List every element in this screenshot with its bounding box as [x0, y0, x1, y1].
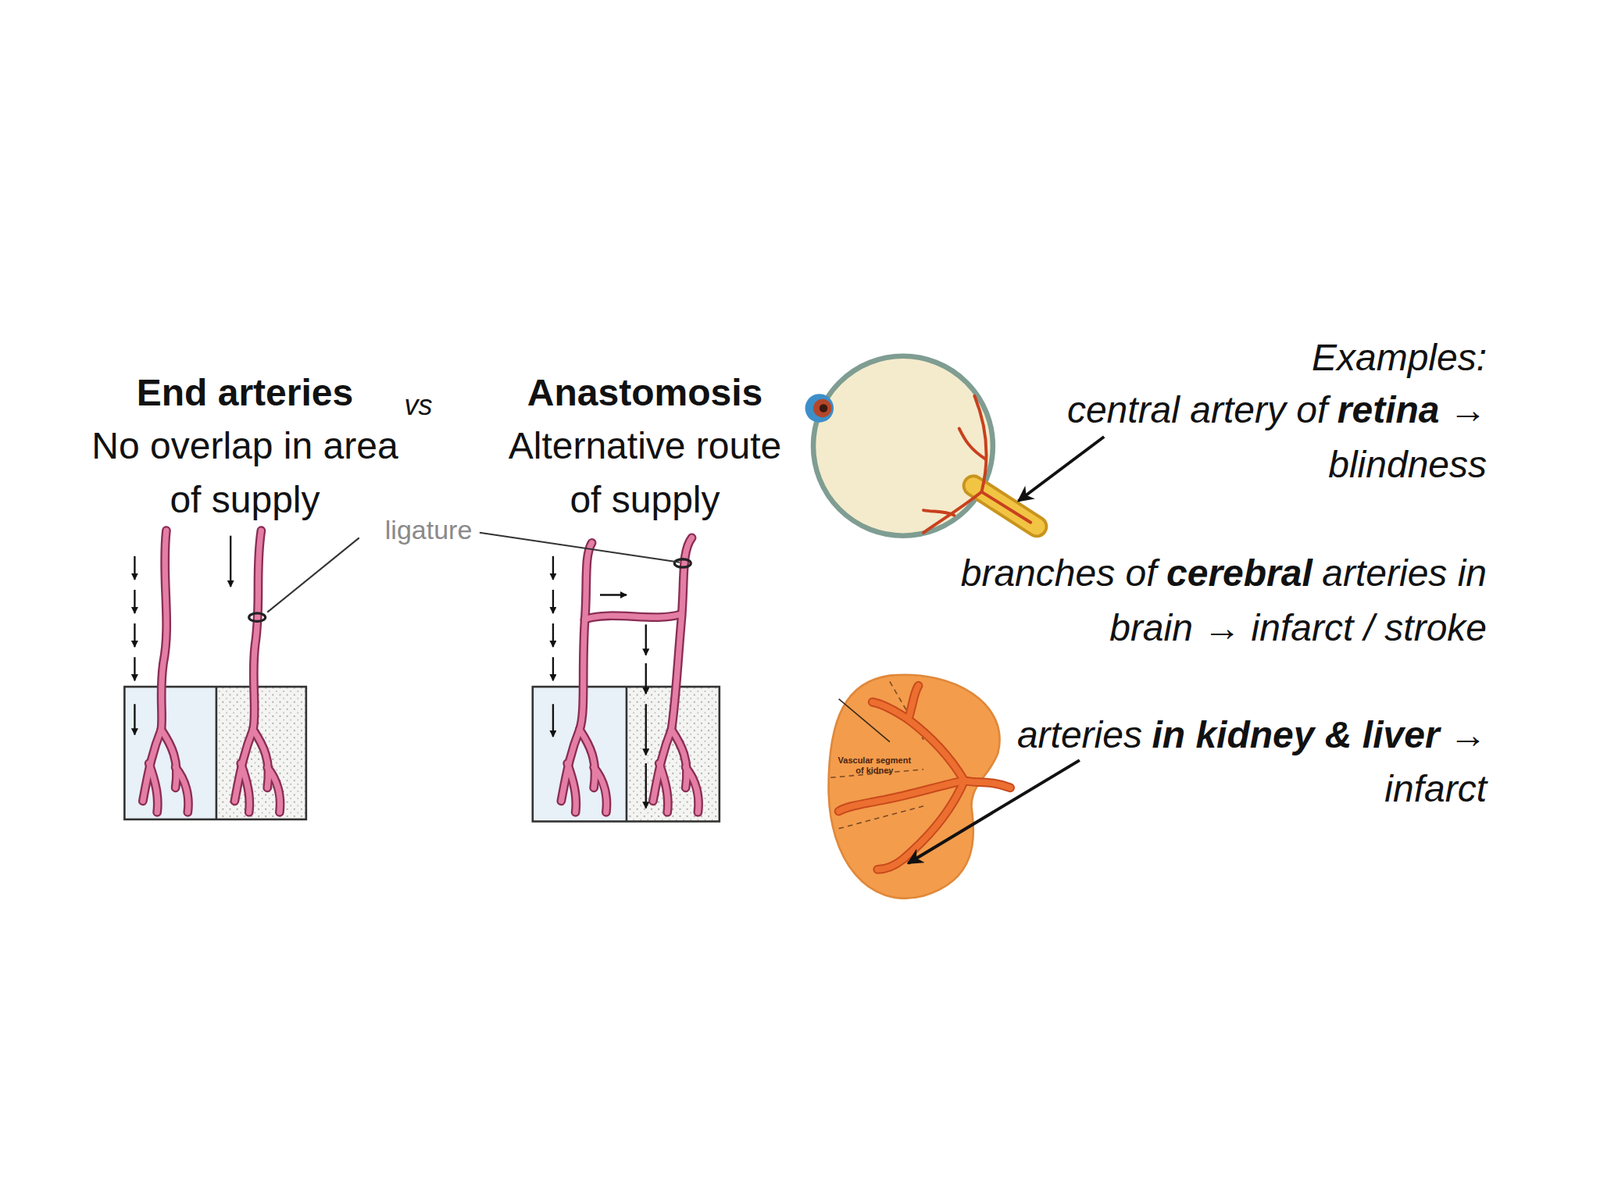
label-text: arteries: [1017, 714, 1143, 756]
flow-arrow: [645, 624, 647, 655]
part-label: ligature: [350, 514, 508, 546]
versus-label: vs: [387, 388, 450, 423]
example-text: infarct: [1384, 761, 1487, 816]
definition-text: No overlap in area of supply: [80, 418, 409, 527]
label-text: ligature: [385, 514, 473, 545]
example-text: branches ofcerebralarteries in: [960, 546, 1487, 600]
label-text: →: [1449, 714, 1487, 756]
artery-branch: [907, 685, 918, 720]
flow-arrows: [134, 535, 231, 736]
flow-arrow: [133, 589, 136, 614]
ligature-knot: [249, 613, 266, 622]
eyeball: [813, 356, 993, 536]
renal-arteries: [839, 685, 1011, 870]
leader-line: [479, 532, 680, 563]
label-text: Anastomosis: [527, 371, 763, 414]
flow-arrow: [552, 589, 554, 614]
label-text: arteries in: [1321, 552, 1487, 594]
flow-arrow: [133, 623, 136, 647]
example-text: blindness: [1328, 437, 1487, 492]
flow-arrow: [552, 623, 554, 647]
example-text: central artery ofretina→: [1067, 382, 1487, 437]
part-label: Vascular segment of kidney: [835, 755, 914, 776]
flow-arrow: [645, 763, 647, 808]
example-text: brain → infarct / stroke: [1109, 600, 1487, 655]
flow-arrow: [229, 535, 232, 587]
area-divider: [215, 686, 218, 820]
ligature-knot: [674, 559, 691, 568]
pointer-arrow: [1018, 436, 1105, 501]
label-text: blindness: [1328, 443, 1487, 486]
flow-arrow: [645, 663, 647, 694]
label-text: Examples:: [1311, 336, 1487, 379]
flow-arrow: [133, 556, 136, 580]
pupil: [819, 403, 828, 412]
label-text: central artery of: [1067, 389, 1328, 431]
vessel-outline: [142, 530, 699, 812]
flow-arrow: [645, 703, 647, 755]
label-text: brain → infarct / stroke: [1109, 607, 1487, 649]
iris: [813, 399, 833, 418]
example-text: arteriesin kidney & liver→: [1017, 707, 1487, 762]
label-text: Vascular segment of kidney: [838, 755, 912, 775]
label-text: vs: [404, 389, 433, 422]
label-text: branches of: [960, 552, 1158, 594]
artery-branch: [959, 428, 986, 460]
label-text: cerebral: [1166, 552, 1313, 594]
label-text: Alternative route of supply: [508, 425, 783, 521]
label-text: End arteries: [136, 371, 354, 414]
leader-line: [839, 699, 890, 743]
flow-arrow: [133, 703, 136, 735]
column-heading: End arteries: [72, 365, 417, 420]
label-text: →: [1449, 389, 1487, 431]
definition-text: Alternative route of supply: [496, 418, 793, 527]
pointer-arrow: [907, 760, 1079, 864]
flow-arrow: [133, 657, 136, 681]
renal-artery: [964, 780, 1011, 788]
column-heading: Anastomosis: [472, 365, 817, 420]
label-text: retina: [1337, 389, 1440, 431]
flow-arrows: [553, 556, 647, 809]
kidney: [828, 675, 1000, 899]
retinal-artery: [923, 396, 1031, 533]
artery-branch: [923, 510, 954, 516]
examples-heading: Examples:: [1311, 330, 1487, 385]
flow-arrow: [552, 556, 554, 580]
label-text: infarct: [1384, 767, 1487, 810]
vessel-fill: [142, 530, 699, 812]
cornea-iris: [805, 393, 835, 423]
artery-branch: [923, 492, 982, 533]
flow-arrow: [600, 593, 627, 596]
leader-line: [267, 537, 360, 612]
artery-branch: [974, 396, 986, 493]
label-text: in kidney & liver: [1151, 714, 1440, 756]
label-text: No overlap in area of supply: [91, 425, 398, 521]
flow-arrow: [552, 703, 554, 737]
area-divider: [625, 686, 629, 822]
flow-arrow: [552, 657, 554, 681]
